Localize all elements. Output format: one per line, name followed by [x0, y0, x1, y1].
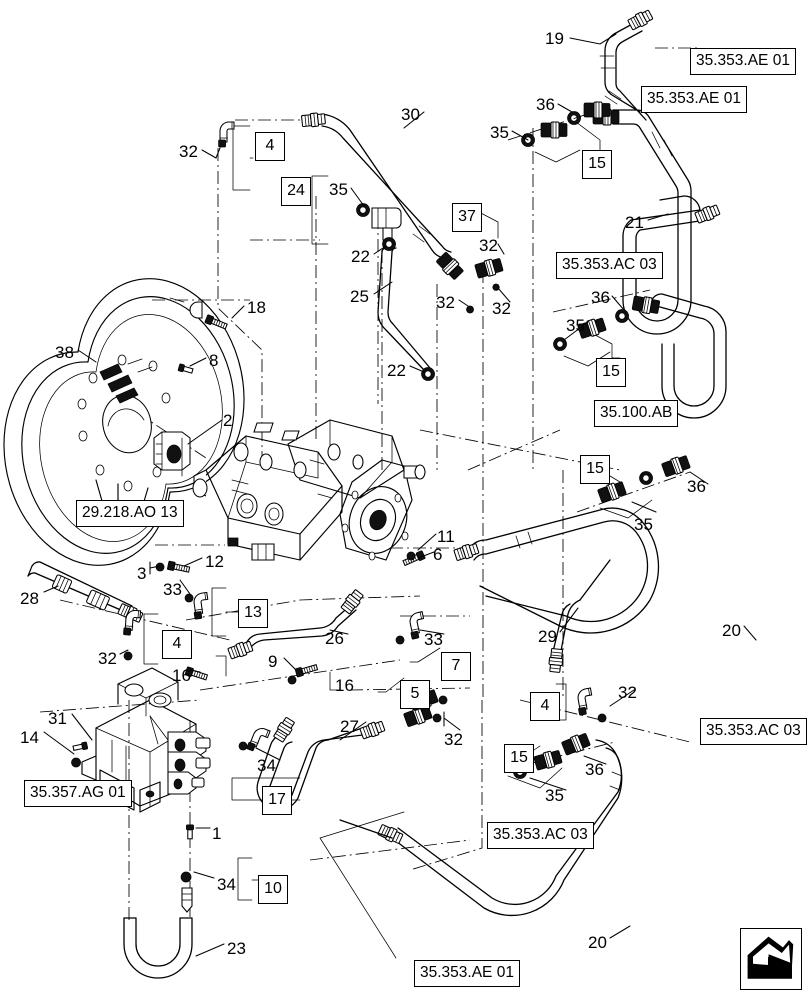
- callout-32: 32: [479, 236, 498, 255]
- callout-35: 35: [566, 316, 585, 335]
- reference-box-35-357-AG-01: 35.357.AG 01: [24, 780, 132, 807]
- callout-3: 3: [137, 564, 147, 583]
- item-box-7: 7: [441, 652, 471, 681]
- item-box-10: 10: [258, 875, 288, 904]
- callout-22: 22: [351, 247, 370, 266]
- callout-34: 34: [217, 875, 236, 894]
- callout-35: 35: [634, 515, 653, 534]
- callout-32: 32: [98, 649, 117, 668]
- callout-20: 20: [722, 621, 741, 640]
- orientation-arrow-icon: [747, 936, 794, 979]
- reference-box-35-353-AC-03: 35.353.AC 03: [700, 718, 807, 745]
- callout-36: 36: [536, 95, 555, 114]
- callout-32: 32: [436, 293, 455, 312]
- callout-32: 32: [492, 299, 511, 318]
- orientation-logo: [740, 928, 802, 990]
- callout-1: 1: [212, 824, 222, 843]
- callout-35: 35: [329, 180, 348, 199]
- callout-9: 9: [268, 652, 278, 671]
- reference-box-35-353-AE-01: 35.353.AE 01: [414, 960, 520, 987]
- item-box-15: 15: [582, 150, 612, 179]
- callout-32: 32: [179, 142, 198, 161]
- callout-22: 22: [387, 361, 406, 380]
- callout-25: 25: [350, 287, 369, 306]
- reference-box-35-353-AC-03: 35.353.AC 03: [556, 252, 663, 279]
- callout-27: 27: [340, 717, 359, 736]
- callout-33: 33: [424, 630, 443, 649]
- item-box-13: 13: [238, 599, 268, 628]
- callout-30: 30: [401, 105, 420, 124]
- callout-2: 2: [223, 411, 233, 430]
- callout-6: 6: [433, 545, 443, 564]
- callout-12: 12: [205, 552, 224, 571]
- reference-box-35-353-AC-03: 35.353.AC 03: [487, 822, 594, 849]
- callout-32: 32: [444, 730, 463, 749]
- callout-38: 38: [55, 343, 74, 362]
- callout-19: 19: [545, 29, 564, 48]
- callout-35: 35: [545, 786, 564, 805]
- reference-box-29-218-AO-13: 29.218.AO 13: [76, 500, 184, 527]
- callout-36: 36: [591, 288, 610, 307]
- item-box-17: 17: [262, 786, 292, 815]
- callout-23: 23: [227, 939, 246, 958]
- item-box-24: 24: [281, 177, 311, 206]
- reference-box-35-353-AE-01: 35.353.AE 01: [641, 86, 747, 113]
- callout-8: 8: [209, 351, 219, 370]
- callout-16: 16: [172, 666, 191, 685]
- item-box-4: 4: [162, 630, 192, 659]
- callout-29: 29: [538, 627, 557, 646]
- callout-33: 33: [163, 580, 182, 599]
- callout-35: 35: [490, 123, 509, 142]
- item-box-4: 4: [255, 132, 285, 161]
- callout-32: 32: [618, 683, 637, 702]
- callout-21: 21: [625, 213, 644, 232]
- callout-16: 16: [335, 676, 354, 695]
- callout-14: 14: [20, 728, 39, 747]
- callout-18: 18: [247, 298, 266, 317]
- item-box-15: 15: [504, 744, 534, 773]
- item-box-15: 15: [596, 358, 626, 387]
- item-box-15: 15: [580, 455, 610, 484]
- callout-26: 26: [325, 629, 344, 648]
- item-box-4: 4: [530, 692, 560, 721]
- reference-box-35-100-AB: 35.100.AB: [594, 400, 679, 427]
- reference-box-35-353-AE-01: 35.353.AE 01: [690, 48, 796, 75]
- callout-28: 28: [20, 589, 39, 608]
- callout-36: 36: [585, 760, 604, 779]
- item-box-5: 5: [400, 680, 430, 709]
- callout-34: 34: [257, 756, 276, 775]
- callout-20: 20: [588, 933, 607, 952]
- callout-31: 31: [48, 709, 67, 728]
- item-box-37: 37: [452, 203, 482, 232]
- callout-36: 36: [687, 477, 706, 496]
- callout-11: 11: [437, 527, 455, 546]
